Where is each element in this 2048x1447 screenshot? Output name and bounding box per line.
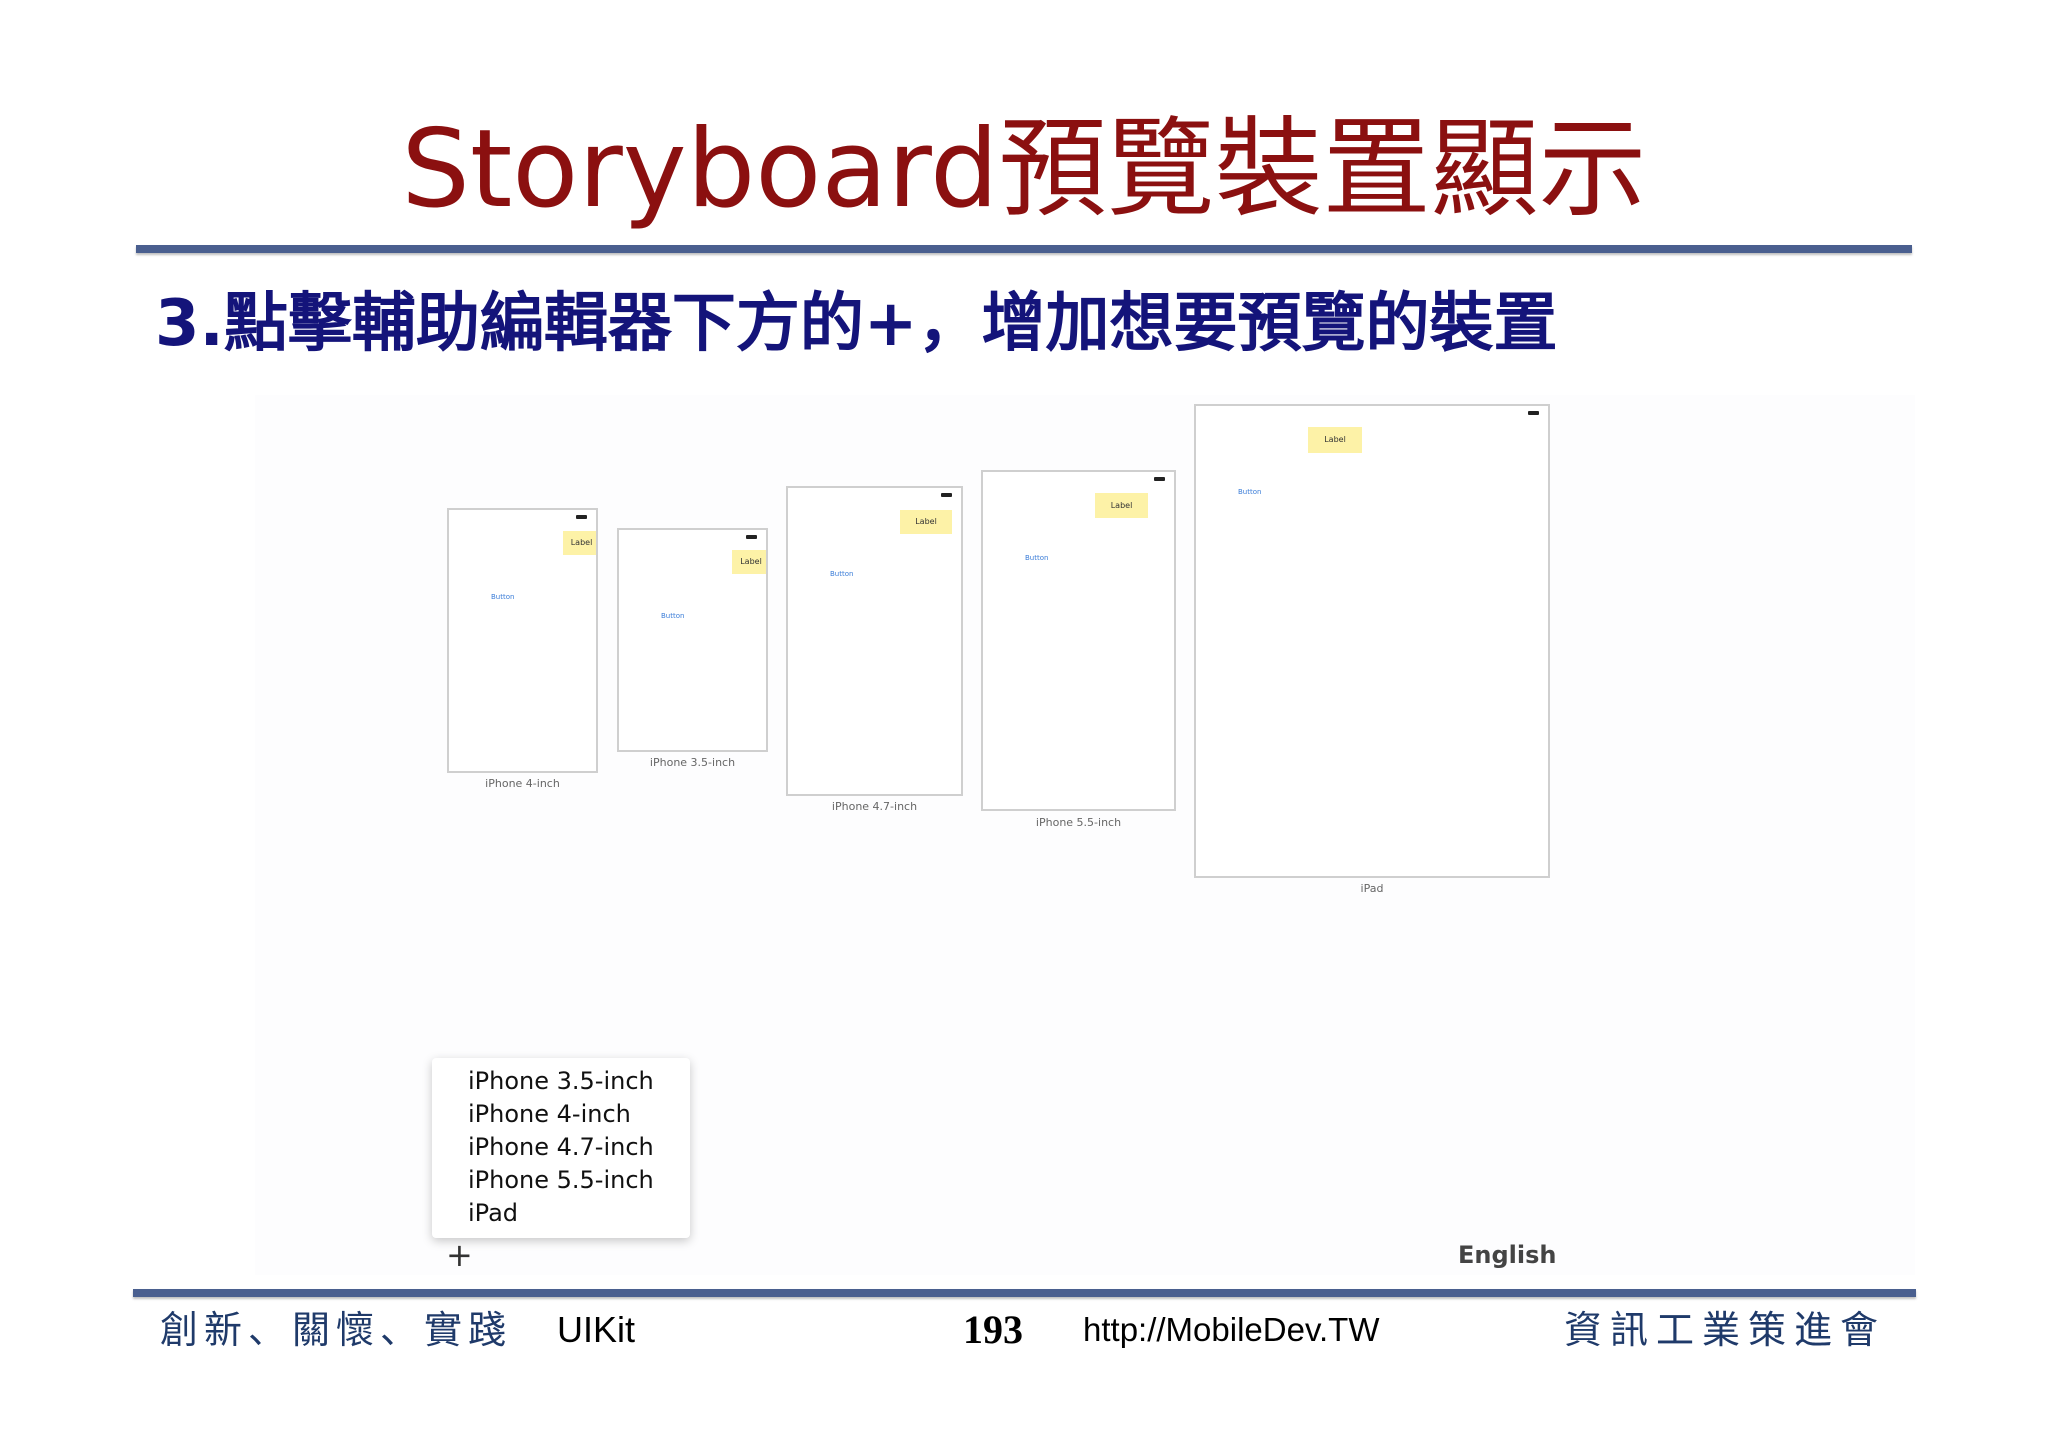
preview-label: Label — [563, 531, 596, 555]
add-device-button[interactable]: + — [446, 1236, 473, 1274]
device-preview-iphone-5-5-inch: Label Button — [981, 470, 1176, 811]
device-preview-iphone-4-7-inch: Label Button — [786, 486, 963, 796]
preview-button: Button — [830, 570, 854, 578]
device-name: iPhone 4.7-inch — [831, 800, 918, 813]
device-preview-iphone-3-5-inch: Label Button — [617, 528, 768, 752]
bottom-divider — [133, 1289, 1916, 1297]
menu-item-iphone-4-inch[interactable]: iPhone 4-inch — [468, 1100, 631, 1128]
battery-icon — [746, 535, 757, 539]
preview-label: Label — [1095, 493, 1148, 518]
top-divider — [136, 245, 1912, 253]
menu-item-ipad[interactable]: iPad — [468, 1199, 519, 1227]
menu-item-iphone-5-5-inch[interactable]: iPhone 5.5-inch — [468, 1166, 654, 1194]
device-preview-ipad: Label Button — [1194, 404, 1550, 878]
device-preview-iphone-4-inch: Label Button — [447, 508, 598, 773]
preview-label: Label — [1308, 427, 1362, 453]
device-name: iPhone 4-inch — [485, 777, 560, 790]
footer-motto: 創新、關懷、實踐 — [160, 1308, 513, 1352]
menu-item-iphone-4-7-inch[interactable]: iPhone 4.7-inch — [468, 1133, 654, 1161]
battery-icon — [576, 515, 587, 519]
footer-course: UIKit — [557, 1309, 636, 1350]
device-name: iPhone 3.5-inch — [649, 756, 736, 769]
battery-icon — [1154, 477, 1165, 481]
device-name: iPad — [1360, 882, 1384, 895]
language-label[interactable]: English — [1458, 1241, 1557, 1269]
preview-button: Button — [661, 612, 685, 620]
battery-icon — [941, 493, 952, 497]
preview-button: Button — [1025, 554, 1049, 562]
device-name: iPhone 5.5-inch — [1035, 816, 1122, 829]
preview-button: Button — [491, 593, 515, 601]
preview-label: Label — [900, 510, 952, 534]
device-menu: iPhone 3.5-inch iPhone 4-inch iPhone 4.7… — [432, 1058, 690, 1238]
slide-subtitle: 3.點擊輔助編輯器下方的+，增加想要預覽的裝置 — [155, 287, 1558, 361]
preview-label: Label — [732, 550, 766, 574]
footer-url: http://MobileDev.TW — [1083, 1311, 1380, 1348]
page-number: 193 — [963, 1307, 1023, 1352]
preview-button: Button — [1238, 488, 1262, 496]
slide-title: Storyboard預覽裝置顯示 — [401, 107, 1647, 232]
battery-icon — [1528, 411, 1539, 415]
footer-organization: 資訊工業策進會 — [1564, 1308, 1887, 1352]
menu-item-iphone-3-5-inch[interactable]: iPhone 3.5-inch — [468, 1067, 654, 1095]
